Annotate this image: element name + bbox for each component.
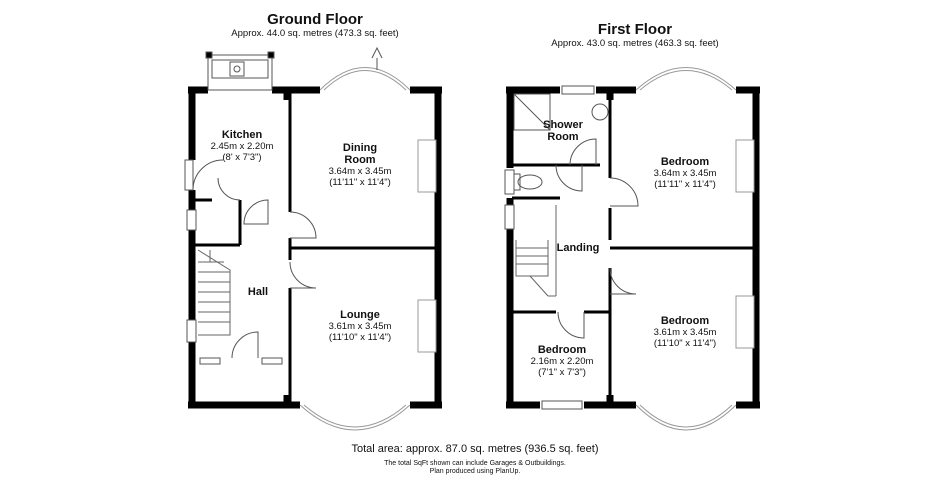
room-name: Bedroom: [660, 315, 710, 327]
room-dimensions-metric: 3.61m x 3.45m: [653, 327, 717, 338]
room-name-line2: Room: [344, 154, 376, 166]
shower-fixtures: [513, 93, 609, 191]
ground-floor-plan: [184, 46, 442, 431]
room-bedroom-small: Bedroom 2.16m x 2.20m (7'1" x 7'3"): [518, 344, 606, 378]
first-door-swings: [555, 138, 639, 339]
room-name: Hall: [247, 286, 269, 298]
first-floor-plan: [504, 67, 760, 431]
footer-note-line1: The total SqFt shown can include Garages…: [384, 460, 566, 467]
room-dimensions-metric: 3.64m x 3.45m: [328, 166, 392, 177]
room-dimensions-imperial: (11'10" x 11'4"): [653, 338, 717, 349]
total-area: Total area: approx. 87.0 sq. metres (936…: [351, 443, 599, 455]
room-name: Bedroom: [537, 344, 587, 356]
room-dining: Dining Room 3.64m x 3.45m (11'11" x 11'4…: [300, 142, 420, 188]
ground-internal-walls: [195, 90, 436, 404]
room-dimensions-imperial: (7'1" x 7'3"): [538, 367, 586, 378]
room-dimensions-metric: 2.45m x 2.20m: [210, 141, 274, 152]
first-floor-area: Approx. 43.0 sq. metres (463.3 sq. feet): [551, 38, 719, 49]
ground-floor-area: Approx. 44.0 sq. metres (473.3 sq. feet): [231, 28, 399, 39]
room-dimensions-metric: 3.61m x 3.45m: [328, 321, 392, 332]
room-dimensions-imperial: (8' x 7'3"): [222, 152, 262, 163]
first-bay-windows: [635, 67, 737, 431]
room-name: Kitchen: [221, 129, 263, 141]
room-dimensions-imperial: (11'10" x 11'4"): [328, 332, 392, 343]
ground-bay-windows: [299, 67, 411, 431]
room-name-line2: Room: [547, 131, 579, 143]
room-dimensions-metric: 3.64m x 3.45m: [653, 168, 717, 179]
room-kitchen: Kitchen 2.45m x 2.20m (8' x 7'3"): [196, 129, 288, 163]
room-name: Dining: [342, 142, 378, 154]
ground-side-door: [184, 159, 224, 191]
ground-windows: [186, 139, 437, 365]
room-dimensions-metric: 2.16m x 2.20m: [530, 356, 594, 367]
ground-floor-title: Ground Floor: [267, 11, 363, 28]
room-name: Landing: [556, 242, 600, 254]
room-name: Bedroom: [660, 156, 710, 168]
footer-note-line2: Plan produced using PlanUp.: [429, 468, 521, 475]
kitchen-window: [205, 51, 275, 91]
first-internal-walls: [512, 90, 754, 404]
room-name: Shower: [543, 119, 583, 131]
room-dimensions-imperial: (11'11" x 11'4"): [654, 179, 716, 190]
dining-french-door: [371, 46, 383, 70]
ground-door-swings: [217, 177, 317, 359]
first-floor-title: First Floor: [597, 21, 673, 38]
ground-staircase: [197, 249, 231, 336]
room-dimensions-imperial: (11'11" x 11'4"): [329, 177, 391, 188]
room-name: Lounge: [340, 309, 380, 321]
room-landing: Landing: [548, 242, 608, 254]
room-shower: Shower Room: [528, 119, 598, 143]
room-bedroom-front: Bedroom 3.64m x 3.45m (11'11" x 11'4"): [620, 156, 750, 190]
room-lounge: Lounge 3.61m x 3.45m (11'10" x 11'4"): [300, 309, 420, 343]
first-staircase: [515, 205, 557, 297]
room-hall: Hall: [238, 286, 278, 298]
first-windows: [504, 85, 755, 410]
room-bedroom-rear: Bedroom 3.61m x 3.45m (11'10" x 11'4"): [620, 315, 750, 349]
